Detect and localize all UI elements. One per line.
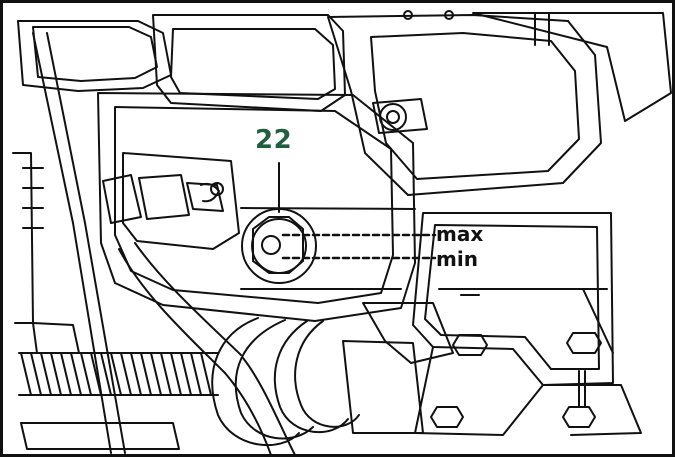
max-level-label: max	[436, 222, 484, 246]
callout-number: 22	[255, 125, 293, 155]
min-level-label: min	[436, 247, 478, 271]
technical-illustration	[12, 10, 672, 454]
